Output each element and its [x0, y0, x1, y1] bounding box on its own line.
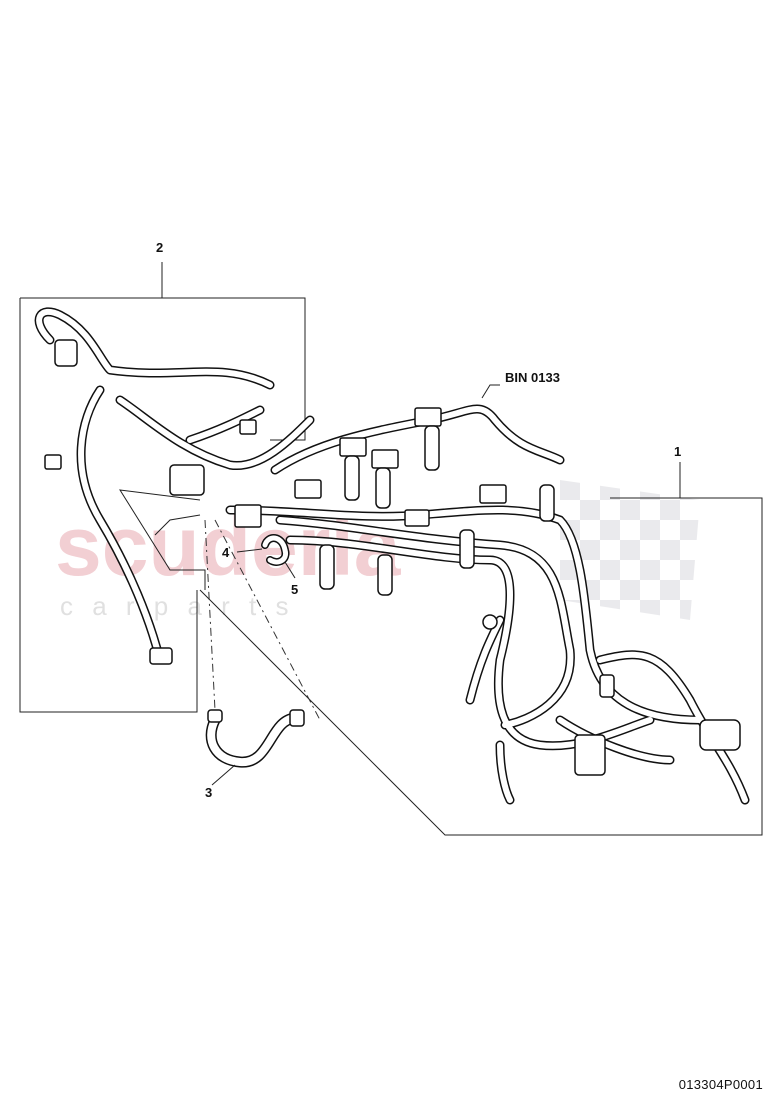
hose-group-2: [34, 307, 315, 665]
clip-item-4-5: [261, 534, 290, 566]
hose-item-3: [205, 709, 305, 768]
callout-2: 2: [156, 240, 164, 255]
fuel-rail-assembly: [225, 404, 750, 805]
callout-bin: BIN 0133: [505, 370, 560, 385]
callout-1: 1: [674, 444, 682, 459]
callout-5: 5: [291, 582, 299, 597]
callout-leaders: [211, 384, 500, 786]
callout-3: 3: [205, 785, 213, 800]
watermark-subtext: c a r p a r t s: [60, 591, 295, 621]
callout-4: 4: [222, 545, 230, 560]
group-box-1: [119, 462, 763, 836]
leader-lines-3: [204, 519, 321, 721]
injectors: [234, 407, 555, 596]
document-number: 013304P0001: [678, 1077, 763, 1092]
group-box-2: [19, 262, 306, 713]
checkered-flag-icon: [560, 480, 700, 620]
